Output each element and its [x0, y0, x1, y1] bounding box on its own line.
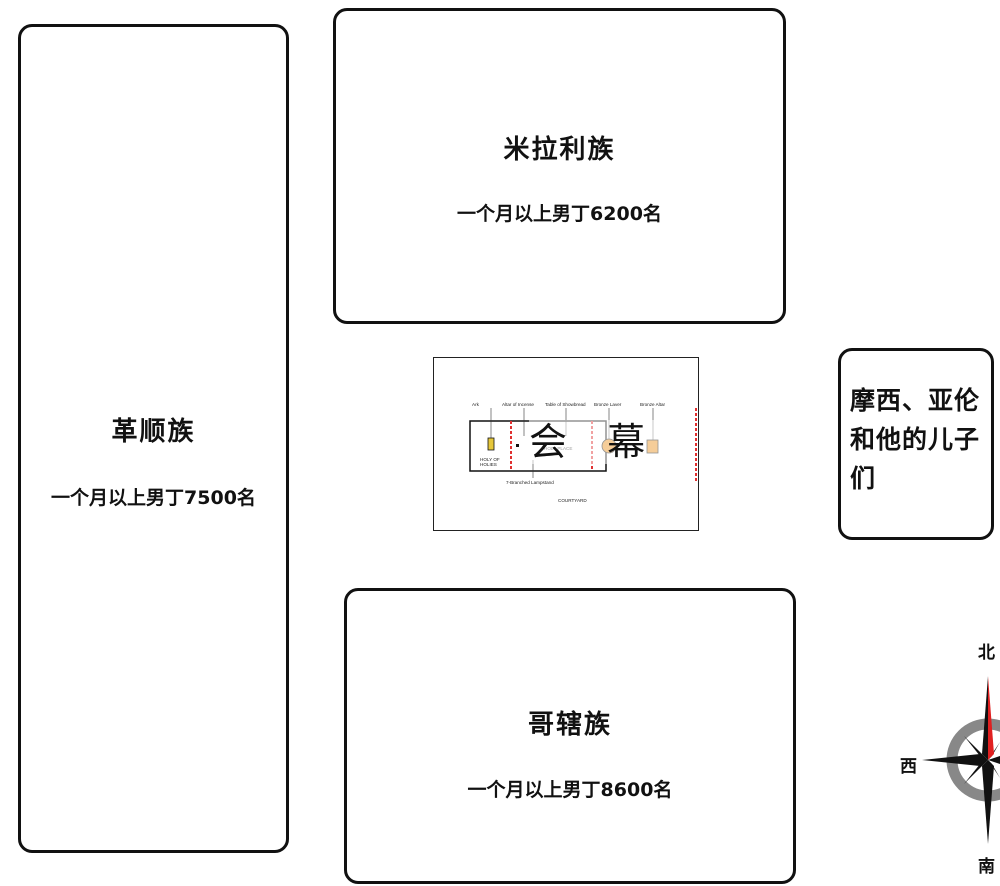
compass-north-point-red: [988, 676, 994, 760]
compass-south-label: 南: [978, 857, 995, 877]
tabernacle-diagram: Ark Altar of Incense Table of Showbread …: [433, 357, 699, 531]
label-altar-of-incense: Altar of Incense: [502, 402, 534, 407]
compass-east-point: [988, 756, 1000, 764]
label-holy-of-holies-2: HOLIES: [480, 462, 497, 467]
label-ark: Ark: [472, 402, 480, 407]
label-lampstand: 7-Branched Lampstand: [506, 480, 554, 485]
compass-south-point: [982, 760, 994, 844]
compass-north-label: 北: [978, 643, 995, 663]
merari-clan-box: 米拉利族 一个月以上男丁6200名: [333, 8, 786, 324]
moses-aaron-label: 摩西、亚伦和他的儿子们: [850, 386, 981, 493]
merari-clan-name: 米拉利族: [503, 135, 616, 165]
compass-west-label: 西: [900, 757, 917, 777]
label-bronze-laver: Bronze Laver: [594, 402, 622, 407]
gershon-clan-name: 革顺族: [111, 417, 196, 447]
altar-of-incense-shape: [516, 444, 519, 447]
compass-west-point: [922, 754, 988, 766]
label-holy-of-holies-1: HOLY OF: [480, 457, 500, 462]
ark-shape: [487, 437, 495, 451]
compass-rose-icon: [922, 676, 1000, 844]
label-table-of-showbread: Table of Showbread: [545, 402, 586, 407]
compass-north-point-dark: [982, 676, 988, 760]
gershon-clan-box: 革顺族 一个月以上男丁7500名: [18, 24, 289, 853]
label-bronze-altar: Bronze Altar: [640, 402, 665, 407]
kohath-clan-box: 哥辖族 一个月以上男丁8600名: [344, 588, 796, 884]
kohath-clan-name: 哥辖族: [527, 710, 612, 740]
gershon-clan-count: 一个月以上男丁7500名: [51, 487, 256, 509]
kohath-clan-count: 一个月以上男丁8600名: [467, 779, 673, 801]
merari-clan-count: 一个月以上男丁6200名: [457, 203, 662, 225]
moses-aaron-box: 摩西、亚伦和他的儿子们: [838, 348, 994, 540]
tabernacle-title: 会 幕: [529, 420, 660, 464]
label-courtyard: COURTYARD: [558, 498, 587, 503]
